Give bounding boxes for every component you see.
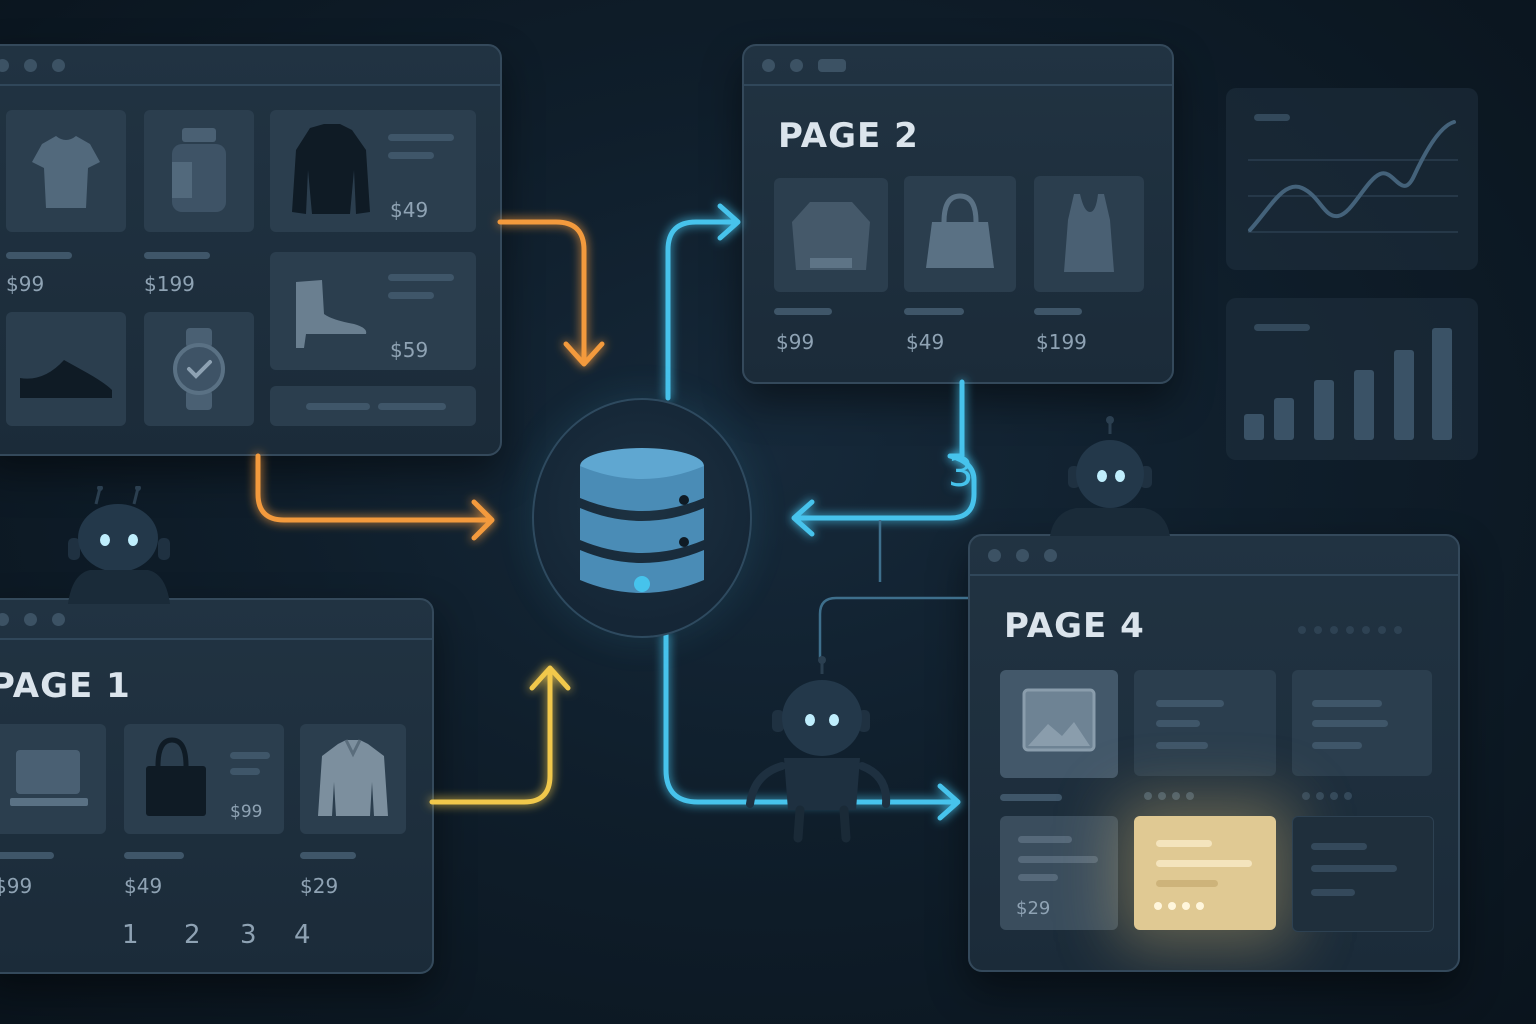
product-card[interactable] xyxy=(904,176,1016,292)
arrow-orange-right xyxy=(255,453,493,523)
arrow-cyan-page4 xyxy=(663,631,959,805)
product-price: $49 xyxy=(124,874,163,898)
tote-bag-icon xyxy=(146,737,206,816)
product-card[interactable]: $59 xyxy=(270,252,476,370)
product-price: $29 xyxy=(1016,898,1051,919)
line-chart-icon xyxy=(1248,120,1458,233)
robot-icon xyxy=(68,486,170,604)
arrow-orange-down xyxy=(497,219,587,363)
product-card[interactable] xyxy=(774,178,888,292)
product-price: $29 xyxy=(300,874,339,898)
carousel-dots xyxy=(1154,902,1204,910)
jacket-icon xyxy=(292,124,370,214)
content-card[interactable] xyxy=(1134,670,1276,776)
product-card[interactable] xyxy=(6,312,126,426)
boot-icon xyxy=(296,280,367,348)
product-price: $49 xyxy=(390,198,429,222)
bottle-icon xyxy=(172,128,226,212)
window-product-grid: $49 $99 $199 $59 xyxy=(0,44,502,456)
window-page-2: PAGE 2 $99 $49 $199 xyxy=(742,44,1174,384)
handbag-icon xyxy=(926,193,994,268)
tshirt-icon xyxy=(32,136,100,208)
page-title: PAGE 2 xyxy=(778,116,919,156)
product-card[interactable]: $29 xyxy=(1000,816,1118,930)
product-card[interactable] xyxy=(300,724,406,834)
product-card[interactable]: $49 xyxy=(270,110,476,232)
pagination-link-2[interactable]: 2 xyxy=(184,920,201,950)
window-titlebar xyxy=(0,600,432,640)
product-card[interactable] xyxy=(1034,176,1144,292)
pagination-bar[interactable] xyxy=(270,386,476,426)
product-card[interactable] xyxy=(144,110,254,232)
arrow-cyan-page2 xyxy=(665,219,739,401)
shirt-icon xyxy=(318,739,388,816)
watch-icon xyxy=(173,328,225,410)
window-page-1: PAGE 1 $99 $99 $49 $29 xyxy=(0,598,434,974)
product-price: $59 xyxy=(390,338,429,362)
product-price: $99 xyxy=(230,802,263,822)
content-card[interactable] xyxy=(1292,816,1434,932)
flow-step-label: 3 xyxy=(948,450,974,496)
robot-icon xyxy=(746,656,891,843)
arrow-cyan-return xyxy=(793,379,977,521)
product-price: $199 xyxy=(1036,330,1087,354)
pagination-link-1[interactable]: 1 xyxy=(122,920,139,950)
window-page-4: PAGE 4 xyxy=(968,534,1460,972)
pagination-link-4[interactable]: 4 xyxy=(294,920,311,950)
laptop-icon xyxy=(10,750,88,806)
product-card[interactable] xyxy=(1000,670,1118,778)
line-chart-panel xyxy=(1226,88,1478,270)
sweater-icon xyxy=(792,202,870,270)
image-icon xyxy=(1022,688,1096,752)
window-titlebar xyxy=(744,46,1172,86)
database-hub[interactable] xyxy=(532,398,752,638)
carousel-dots xyxy=(1144,792,1194,800)
product-price: $49 xyxy=(906,330,945,354)
product-card[interactable] xyxy=(6,110,126,232)
content-card[interactable] xyxy=(1292,670,1432,776)
product-price: $99 xyxy=(6,272,45,296)
database-icon xyxy=(580,448,704,593)
carousel-dots xyxy=(1302,792,1352,800)
arrow-yellow-up xyxy=(429,669,553,805)
product-card[interactable] xyxy=(144,312,254,426)
robot-icon xyxy=(1050,416,1170,536)
product-price: $99 xyxy=(0,874,33,898)
pagination-link-3[interactable]: 3 xyxy=(240,920,257,950)
tank-top-icon xyxy=(1064,194,1114,272)
page-title: PAGE 1 xyxy=(0,666,131,706)
bar-chart-icon xyxy=(1244,328,1452,440)
product-card[interactable]: $99 xyxy=(124,724,284,834)
sneaker-icon xyxy=(20,360,112,398)
page-title: PAGE 4 xyxy=(1004,606,1145,646)
highlighted-card[interactable] xyxy=(1134,816,1276,930)
window-titlebar xyxy=(970,536,1458,576)
pagination-dots xyxy=(1298,626,1402,634)
product-card[interactable] xyxy=(0,724,106,834)
product-price: $99 xyxy=(776,330,815,354)
product-price: $199 xyxy=(144,272,195,296)
bar-chart-panel xyxy=(1226,298,1478,460)
window-titlebar xyxy=(0,46,500,86)
